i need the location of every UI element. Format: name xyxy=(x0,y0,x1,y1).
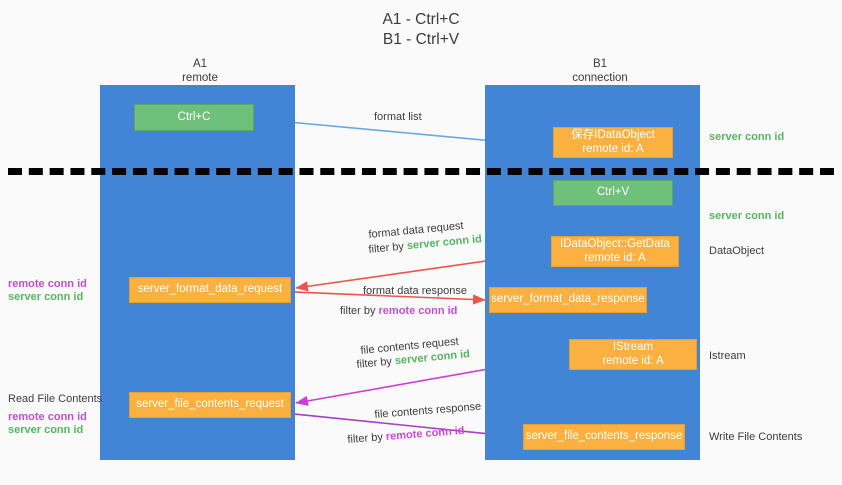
node-ctrl-v-label: Ctrl+V xyxy=(596,186,630,199)
node-ctrl-v[interactable]: Ctrl+V xyxy=(553,180,673,206)
page-title: A1 - Ctrl+C B1 - Ctrl+V xyxy=(0,10,842,50)
annotation-format-data-response-filter: filter by remote conn id xyxy=(340,305,457,317)
node-server-file-contents-request-label: server_file_contents_request xyxy=(136,398,284,411)
filter-remote-conn-id-1: remote conn id xyxy=(378,305,458,317)
title-line-1: A1 - Ctrl+C xyxy=(382,11,460,28)
node-server-format-data-request-label: server_format_data_request xyxy=(137,283,283,296)
annotation-data-object: DataObject xyxy=(709,245,765,257)
annotation-server-conn-id-top: server conn id xyxy=(709,131,785,143)
lane-header-a1-name: A1 xyxy=(192,58,208,70)
node-getdata-line-1: IDataObject::GetData xyxy=(560,238,670,250)
annotation-read-file-contents: Read File Contents xyxy=(8,393,103,405)
node-ctrl-c[interactable]: Ctrl+C xyxy=(134,104,254,131)
annotation-server-conn-id-left-1: server conn id xyxy=(8,291,84,303)
annotation-format-list: format list xyxy=(374,111,422,123)
node-server-file-contents-response[interactable]: server_file_contents_response xyxy=(523,424,685,450)
node-getdata[interactable]: IDataObject::GetData remote id: A xyxy=(551,236,679,267)
phase-divider xyxy=(8,168,834,175)
node-server-file-contents-request[interactable]: server_file_contents_request xyxy=(129,392,291,418)
node-server-format-data-response-label: server_format_data_response xyxy=(491,293,645,306)
lane-header-a1-role: remote xyxy=(182,71,218,84)
node-istream-line-2: remote id: A xyxy=(602,354,664,367)
node-istream-line-1: IStream xyxy=(612,341,654,353)
lane-header-a1: A1 remote xyxy=(140,58,260,85)
annotation-remote-conn-id-left-1: remote conn id xyxy=(8,278,87,290)
node-getdata-line-2: remote id: A xyxy=(584,251,646,264)
filter-by-label-2: filter by xyxy=(340,305,376,317)
node-server-file-contents-response-label: server_file_contents_response xyxy=(525,430,683,443)
annotation-format-data-response: format data response xyxy=(363,285,467,297)
lane-header-b1-name: B1 xyxy=(592,58,608,70)
node-idataobject-line-2: remote id: A xyxy=(582,142,644,155)
node-istream[interactable]: IStream remote id: A xyxy=(569,339,697,370)
lane-header-b1: B1 connection xyxy=(540,58,660,85)
lane-header-b1-role: connection xyxy=(572,71,628,84)
node-idataobject-line-1: 保存IDataObject xyxy=(571,129,655,141)
node-ctrl-c-label: Ctrl+C xyxy=(177,110,211,123)
annotation-istream: Istream xyxy=(709,350,746,362)
annotation-server-conn-id-mid: server conn id xyxy=(709,210,785,222)
node-server-format-data-response[interactable]: server_format_data_response xyxy=(489,287,647,313)
title-line-2: B1 - Ctrl+V xyxy=(382,31,460,48)
node-server-format-data-request[interactable]: server_format_data_request xyxy=(129,277,291,303)
annotation-write-file-contents: Write File Contents xyxy=(709,431,803,443)
annotation-server-conn-id-left-2: server conn id xyxy=(8,424,84,436)
node-idataobject[interactable]: 保存IDataObject remote id: A xyxy=(553,127,673,158)
annotation-remote-conn-id-left-2: remote conn id xyxy=(8,411,87,423)
